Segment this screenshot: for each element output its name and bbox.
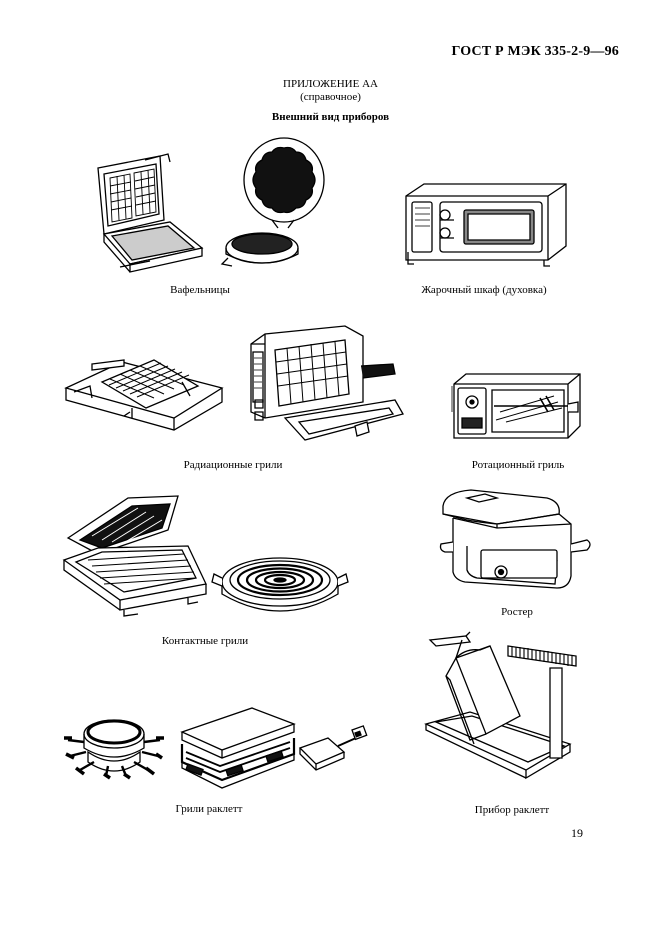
waffle-iron-illustration: [90, 150, 215, 275]
page-number: 19: [571, 826, 583, 840]
appendix-note: (справочное): [300, 91, 361, 103]
radiant-grill-illustration: [62, 352, 226, 436]
rectangular-raclette-grill-illustration: [176, 702, 302, 792]
caption-rotary: Ротационный гриль: [471, 459, 565, 471]
oven-illustration: [404, 182, 569, 272]
vertical-radiant-grill-illustration: [245, 322, 405, 452]
page-title: Внешний вид приборов: [271, 111, 390, 123]
round-contact-grill-illustration: [210, 550, 350, 620]
caption-radiant: Радиационные грили: [183, 459, 283, 471]
caption-raclette-device: Прибор раклетт: [474, 804, 550, 816]
raclette-pan-illustration: [298, 726, 368, 776]
contact-grill-illustration: [58, 490, 208, 620]
appendix-label: ПРИЛОЖЕНИЕ АА: [283, 78, 378, 90]
rotary-grill-illustration: [450, 372, 585, 444]
caption-oven: Жарочный шкаф (духовка): [421, 284, 547, 296]
round-waffle-iron-illustration: [222, 130, 322, 275]
roaster-illustration: [437, 484, 597, 594]
caption-raclette-grill: Грили раклетт: [175, 803, 243, 815]
document-header: ГОСТ Р МЭК 335-2-9—96: [451, 44, 619, 59]
caption-roaster: Ростер: [501, 606, 533, 618]
caption-contact: Контактные грили: [161, 635, 249, 647]
caption-waffle: Вафельницы: [170, 284, 230, 296]
raclette-device-illustration: [426, 632, 586, 782]
round-raclette-grill-illustration: [64, 712, 164, 792]
